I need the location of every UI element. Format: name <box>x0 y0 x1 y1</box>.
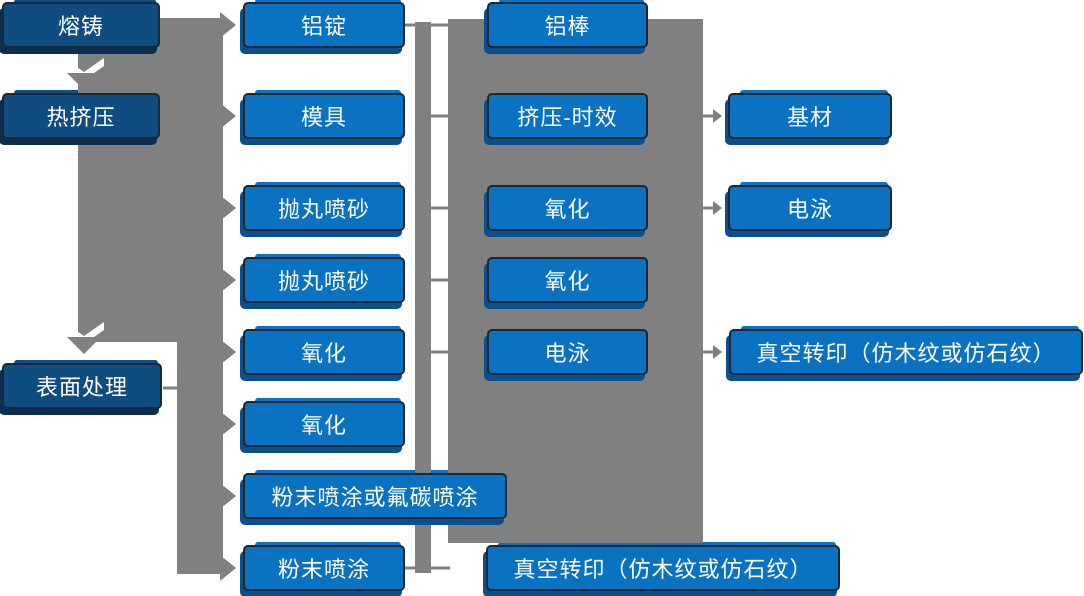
node-oxidation-c2-1: 氧化 <box>243 329 405 375</box>
block-to-col4-arrows <box>700 109 722 359</box>
down-arrow-1 <box>67 73 101 90</box>
node-mold: 模具 <box>243 93 405 139</box>
node-hot-extrusion: 热挤压 <box>2 93 160 139</box>
arrow-to-aluminum-ingot <box>220 12 236 38</box>
arrow-to-mold <box>220 103 236 129</box>
node-aluminum-rod: 铝棒 <box>487 2 648 48</box>
arrow-to-powder-or-fluorocarbon <box>220 483 236 509</box>
node-electrophoresis-c4: 电泳 <box>728 185 892 231</box>
arrowhead-to-vacuum-transfer <box>713 345 722 359</box>
left-flow-bar-lower <box>177 336 223 574</box>
node-aluminum-ingot: 铝锭 <box>243 2 405 48</box>
node-powder-spraying: 粉末喷涂 <box>243 545 405 591</box>
arrow-to-oxidation-2 <box>220 411 236 437</box>
node-oxidation-c3-1: 氧化 <box>487 185 648 231</box>
thin-connector-lines <box>163 23 450 570</box>
arrow-to-shot-blasting-2 <box>220 267 236 293</box>
arrow-to-oxidation-1 <box>220 339 236 365</box>
mid-flow-bar <box>415 22 431 573</box>
node-surface-treatment: 表面处理 <box>2 363 162 409</box>
left-flow-bar <box>78 18 223 342</box>
node-oxidation-c3-2: 氧化 <box>487 257 648 303</box>
down-arrow-2 <box>67 337 101 354</box>
node-substrate: 基材 <box>728 93 892 139</box>
node-vacuum-transfer-c3: 真空转印（仿木纹或仿石纹） <box>486 545 840 591</box>
arrowhead-to-electrophoresis <box>713 201 722 215</box>
node-electrophoresis-c3: 电泳 <box>487 329 648 375</box>
node-powder-or-fluorocarbon-spraying: 粉末喷涂或氟碳喷涂 <box>243 473 507 519</box>
node-extrusion-aging: 挤压-时效 <box>487 93 648 139</box>
arrowhead-to-substrate <box>713 109 722 123</box>
node-melting: 熔铸 <box>2 2 160 48</box>
arrow-to-shot-blasting-1 <box>220 195 236 221</box>
node-shot-blasting-1: 抛丸喷砂 <box>243 185 405 231</box>
node-shot-blasting-2: 抛丸喷砂 <box>243 257 405 303</box>
node-vacuum-transfer-c4: 真空转印（仿木纹或仿石纹） <box>729 329 1083 375</box>
node-oxidation-c2-2: 氧化 <box>243 401 405 447</box>
arrow-to-powder-spraying <box>220 555 236 581</box>
left-bar-arrowheads <box>220 12 236 581</box>
